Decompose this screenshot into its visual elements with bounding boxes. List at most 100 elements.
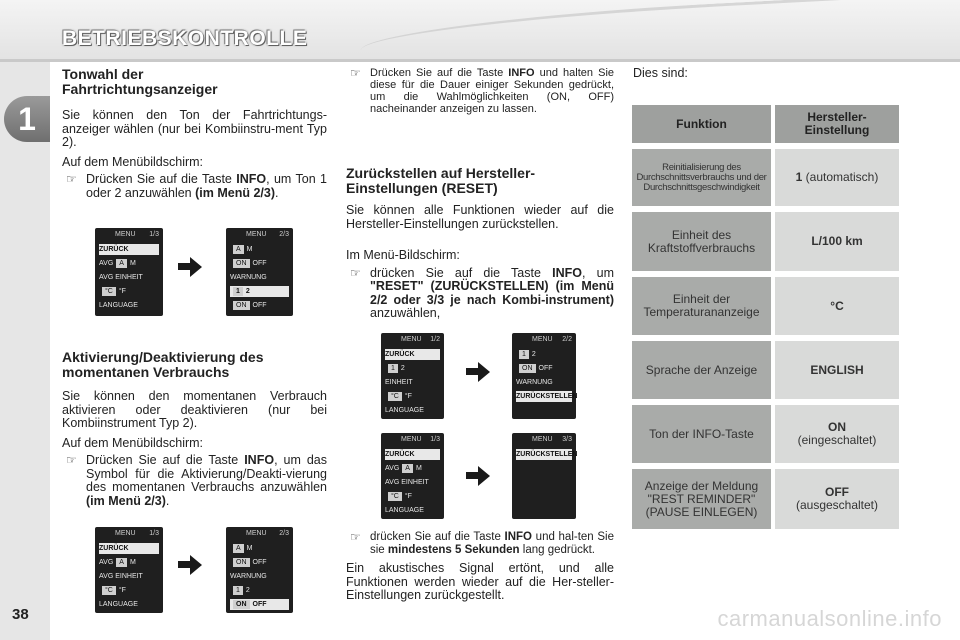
row-chip: °C (388, 392, 402, 401)
chapter-tab: 1 (4, 96, 50, 142)
bullet-text: . (274, 185, 279, 200)
bullet-text: drücken Sie auf die Taste (370, 265, 553, 280)
screen-row-language: LANGUAGE (99, 599, 159, 610)
menu-ref: "RESET" (ZURÜCKSTELLEN) (im Menü 2/2 ode… (370, 279, 614, 307)
row-chip: ON (233, 600, 250, 609)
screen-row-language: LANGUAGE (385, 405, 440, 416)
closing-text: Ein akustisches Signal ertönt, und alle … (346, 561, 614, 602)
header-swoosh (359, 0, 960, 70)
row-label: 2 (531, 351, 536, 358)
section-reset-confirm: ☞ drücken Sie auf die Taste INFO und hal… (346, 531, 614, 603)
screen-page: 1/3 (430, 436, 440, 443)
row-chip: ON (233, 558, 250, 567)
row-chip: 1 (233, 586, 243, 595)
bullet-text: drücken Sie auf die Taste (370, 531, 505, 543)
table-header-default: Hersteller-Einstellung (775, 105, 899, 143)
row-label: ZURÜCK (99, 545, 129, 552)
screen-title: MENU (532, 336, 553, 343)
section-intro: Sie können den momentanen Verbrauch akti… (62, 389, 327, 430)
bullet-text: , um Ton 1 oder 2 anzuwählen (86, 172, 328, 200)
screen-row-warning: WARNUNG (516, 377, 572, 388)
instruction-bullet: ☞ Drücken Sie auf die Taste INFO, um Ton… (62, 172, 328, 200)
screen-title: MENU (246, 530, 267, 537)
screen-row-unit: AVG EINHEIT (99, 272, 159, 283)
row-label: LANGUAGE (99, 601, 138, 608)
section-heading: Aktivierung/Deaktivierung des momentanen… (62, 349, 264, 380)
screen-page: 2/3 (279, 231, 289, 238)
screen-row-unit: AVG EINHEIT (385, 477, 440, 488)
table-cell-default: °C (775, 277, 899, 335)
section-intro: Sie können alle Funktionen wieder auf di… (346, 203, 614, 231)
section-intro: Sie können den Ton der Fahrtrichtungs-an… (62, 108, 327, 149)
instruction-bullet: ☞ Drücken Sie auf die Taste INFO, um das… (62, 453, 328, 508)
screen-row-language: LANGUAGE (99, 300, 159, 311)
row-label: AVG (99, 573, 114, 580)
screen-row-temp: °C°F (99, 585, 159, 596)
bullet-text: , um (581, 265, 614, 280)
row-label: 2 (400, 365, 405, 372)
screen-page: 3/3 (562, 436, 572, 443)
screen-row-reset: ZURÜCKSTELLEN (516, 449, 577, 460)
pointer-icon: ☞ (350, 530, 361, 544)
row-chip: 1 (519, 350, 529, 359)
row-label: AVG (99, 559, 114, 566)
bullet-text: lang gedrückt. (519, 543, 595, 556)
row-label: ZURÜCKSTELLEN (516, 393, 578, 400)
row-chip: A (233, 544, 244, 553)
screen-title: MENU (115, 530, 136, 537)
default-note: (ausgeschaltet) (795, 498, 879, 512)
row-label: °F (404, 493, 412, 500)
menu-ref: (im Menü 2/3) (195, 185, 275, 200)
row-chip: ON (519, 364, 536, 373)
menu-label: Auf dem Menübildschirm: (62, 154, 204, 169)
screen-row-unit: AVG EINHEIT (99, 571, 159, 582)
row-chip: ON (233, 301, 250, 310)
row-chip: A (402, 464, 413, 473)
row-label: AVG (99, 274, 114, 281)
section-reset: Zurückstellen auf Hersteller-Einstellung… (346, 166, 614, 321)
row-chip: A (233, 245, 244, 254)
row-label: ZURÜCKSTELLEN (516, 451, 578, 458)
row-label: ZURÜCK (385, 351, 415, 358)
instruction-bullet: ☞ Drücken Sie auf die Taste INFO und hal… (346, 67, 614, 115)
info-key: INFO (236, 172, 267, 186)
screen-title: MENU (401, 436, 422, 443)
row-label: ZURÜCK (385, 451, 415, 458)
header-band (0, 0, 960, 70)
bullet-text: und hal-ten Sie sie (370, 531, 614, 556)
row-label: ZURÜCK (99, 246, 129, 253)
row-label: LANGUAGE (385, 407, 424, 414)
screen-title: MENU (246, 231, 267, 238)
bullet-text: , um das Symbol für die Aktivierung/Deak… (86, 453, 328, 494)
screen-title: MENU (115, 231, 136, 238)
default-value: L/100 km (811, 234, 863, 248)
screen-page: 1/3 (149, 231, 159, 238)
section-tone: Tonwahl der Fahrtrichtungsanzeiger Sie k… (62, 67, 327, 200)
default-note: (eingeschaltet) (797, 433, 877, 447)
screen-page: 1/2 (430, 336, 440, 343)
pointer-icon: ☞ (350, 265, 361, 280)
row-label: °F (118, 288, 126, 295)
table-cell-default: OFF(ausgeschaltet) (775, 469, 899, 529)
menu-ref: (im Menü 2/3) (86, 493, 166, 508)
pointer-icon: ☞ (350, 66, 361, 80)
row-label: OFF (252, 260, 267, 267)
default-value: 1 (795, 170, 803, 184)
bullet-text: . (165, 493, 170, 508)
table-cell-function: Sprache der Anzeige (632, 341, 771, 399)
row-label: LANGUAGE (99, 302, 138, 309)
